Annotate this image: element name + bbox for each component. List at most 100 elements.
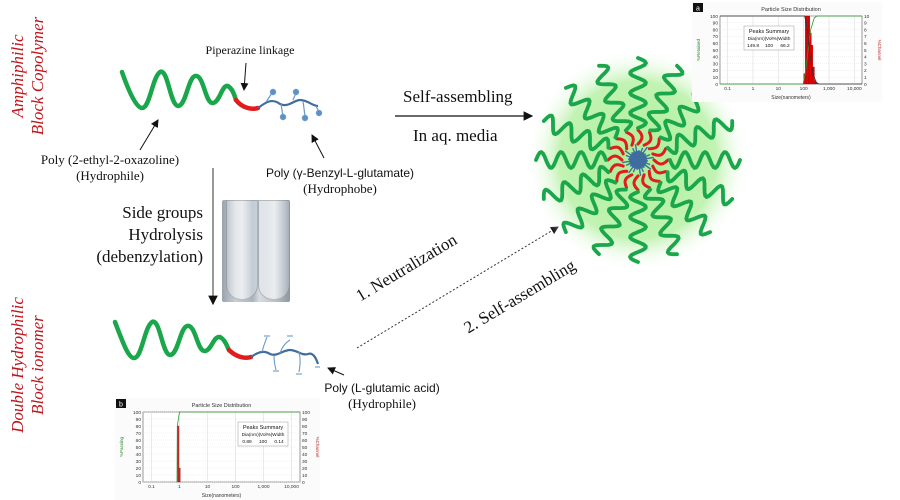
hydrophile-label: Poly (2-ethyl-2-oxazoline) (Hydrophile) — [35, 152, 185, 184]
y-left-tick-label: 30 — [713, 61, 719, 67]
micelle-linker — [647, 169, 661, 183]
hydrophobe-backbone — [257, 98, 319, 109]
x-tick-label: 100 — [232, 484, 240, 490]
micelle-linker — [608, 145, 625, 156]
label-line: Poly (2-ethyl-2-oxazoline) — [40, 152, 180, 167]
y-right-tick-label: 90 — [302, 417, 308, 423]
y-right-tick-label: 10 — [864, 14, 870, 20]
y-right-axis-label: %Channel — [315, 437, 320, 458]
micelle-arm — [564, 83, 620, 140]
hydrolysis-label: Side groups Hydrolysis (debenzylation) — [95, 202, 203, 268]
y-left-tick-label: 20 — [713, 68, 719, 74]
peaks-summary-title: Peaks Summary — [243, 425, 284, 431]
peaks-summary-value: 66.2 — [780, 43, 790, 49]
label-line: (Hydrophobe) — [303, 181, 377, 196]
piperazine-linker — [233, 97, 261, 111]
hydrophile-pointer-arrow — [139, 119, 159, 151]
size-bar — [178, 467, 181, 483]
micelle — [526, 48, 750, 272]
y-right-axis-label: %Channel — [877, 40, 882, 61]
peaks-summary-value: 0.89 — [242, 439, 252, 445]
peaks-summary-box — [237, 421, 289, 447]
micelle-arm — [665, 117, 735, 155]
label-line: Poly (L-glutamic acid) — [324, 381, 440, 395]
micelle-linker — [641, 173, 651, 190]
passing-curve — [176, 411, 300, 483]
micelle-arm — [665, 168, 735, 207]
y-left-tick-label: 10 — [713, 75, 719, 81]
micelle-linker — [647, 137, 661, 151]
vial-tube — [258, 200, 290, 300]
micelle-linker — [625, 130, 635, 147]
media-label: In aq. media — [413, 126, 498, 145]
y-right-tick-label: 7 — [864, 34, 867, 40]
micelle-arm — [595, 63, 633, 133]
y-right-tick-label: 4 — [864, 55, 867, 61]
y-right-tick-label: 20 — [302, 466, 308, 472]
micelle-core — [629, 151, 647, 169]
peaks-summary-header: Dia(nm)|Vol%|Width — [242, 432, 285, 438]
micelle-arm — [656, 180, 712, 237]
hydrophobe-pointer-arrow — [311, 134, 325, 159]
y-left-tick-label: 70 — [713, 34, 719, 40]
label-line: Poly (γ-Benzyl-L-glutamate) — [265, 166, 415, 180]
panel-label: a — [696, 6, 700, 13]
peaks-summary-value: 100 — [765, 43, 773, 49]
vial-tube — [226, 200, 258, 300]
neutralization-arrow — [356, 226, 559, 349]
y-left-tick-label: 10 — [136, 473, 142, 479]
y-left-tick-label: 40 — [713, 55, 719, 61]
piperazine-linkage-label: Piperazine linkage — [205, 43, 295, 57]
peaks-summary-value: 100 — [259, 439, 267, 445]
y-left-tick-label: 60 — [136, 438, 142, 444]
micelle-arm — [628, 190, 648, 264]
y-right-tick-label: 0 — [302, 480, 305, 486]
micelle-arm — [534, 150, 608, 170]
y-left-axis-label: %Passing — [119, 437, 124, 458]
micelle-linker — [652, 158, 670, 166]
y-right-tick-label: 5 — [864, 48, 867, 54]
x-tick-label: 10 — [776, 86, 782, 92]
micelle-linker — [636, 128, 644, 146]
y-left-tick-label: 30 — [136, 459, 142, 465]
hydrophile-chain — [119, 69, 239, 111]
x-axis-label: Size(nanometers) — [202, 493, 242, 499]
micelle-linker — [651, 147, 668, 157]
y-left-tick-label: 90 — [713, 21, 719, 27]
panel-label-box — [693, 3, 703, 12]
peaks-summary-box — [743, 25, 795, 51]
peaks-summary-header: Dia(nm)|Vol%|Width — [748, 36, 791, 42]
y-right-tick-label: 60 — [302, 438, 308, 444]
linkage-pointer-arrow — [240, 62, 249, 91]
x-tick-label: 100 — [800, 86, 808, 92]
peaks-summary-title: Peaks Summary — [749, 29, 790, 35]
y-right-tick-label: 30 — [302, 459, 308, 465]
label-line: (debenzylation) — [96, 247, 203, 266]
micelle-linker — [606, 154, 624, 162]
micelle-linker — [651, 164, 668, 175]
label-line: (Hydrophile) — [348, 396, 416, 411]
micelle-arm — [561, 178, 618, 234]
micelle-linker — [623, 173, 634, 190]
y-right-tick-label: 3 — [864, 61, 867, 67]
micelle-arm — [646, 63, 685, 133]
vial-photo — [222, 200, 290, 302]
micelle-arm — [591, 187, 630, 257]
y-right-tick-label: 10 — [302, 473, 308, 479]
micelle-linker — [608, 163, 625, 173]
label-line: (Hydrophile) — [76, 168, 144, 183]
x-tick-label: 1,000 — [258, 484, 270, 490]
micelle-arm — [628, 56, 648, 130]
y-right-tick-label: 1 — [864, 75, 867, 81]
y-left-tick-label: 0 — [138, 480, 141, 486]
micelle-arm — [643, 187, 681, 257]
micelle-linker — [642, 130, 653, 147]
y-right-tick-label: 100 — [302, 410, 310, 416]
x-tick-label: 10 — [205, 484, 211, 490]
hydrophobe-label: Poly (γ-Benzyl-L-glutamate) (Hydrophobe) — [260, 165, 420, 197]
x-tick-label: 1 — [752, 86, 755, 92]
y-right-tick-label: 9 — [864, 21, 867, 27]
